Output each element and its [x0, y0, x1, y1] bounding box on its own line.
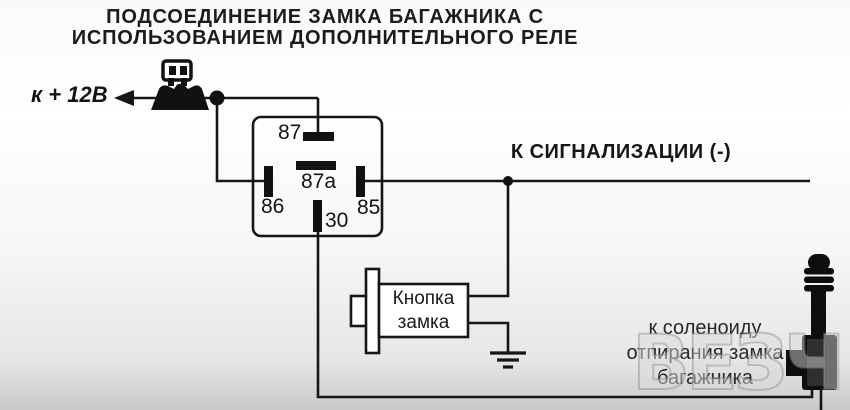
relay-box [251, 115, 384, 238]
relay-pin-30-label: 30 [325, 209, 349, 232]
solenoid-icon [786, 254, 837, 390]
junction-dot-alarm [503, 176, 513, 186]
diagram-title: ПОДСОЕДИНЕНИЕ ЗАМКА БАГАЖНИКА С ИСПОЛЬЗО… [58, 7, 592, 49]
lock-button-label-line-1: Кнопка [392, 288, 455, 309]
fuse-icon [151, 59, 209, 110]
title-line-2: ИСПОЛЬЗОВАНИЕМ ДОПОЛНИТЕЛЬНОГО РЕЛЕ [71, 27, 579, 49]
lock-button-icon [349, 267, 470, 355]
solenoid-caption: к соленоиду отпирания замка багажника [597, 316, 813, 391]
ground-icon [490, 351, 526, 369]
wire-to-pin86 [215, 98, 265, 183]
wire-pin30-to-solenoid [316, 232, 814, 399]
relay-pin87a-bar [296, 161, 336, 170]
relay-pin-87a-label: 87a [301, 170, 337, 193]
power-12v-label: к + 12В [31, 82, 108, 107]
relay-pin-87-label: 87 [278, 121, 302, 144]
lock-button-box [377, 282, 470, 339]
title-line-1: ПОДСОЕДИНЕНИЕ ЗАМКА БАГАЖНИКА С [106, 6, 544, 28]
wires [118, 96, 823, 410]
solenoid-caption-line-3: багажника [656, 367, 753, 389]
lock-button-label: Кнопка замка [379, 287, 468, 335]
relay-pin30-bar [313, 200, 322, 232]
wire-button-to-ground [467, 321, 510, 352]
solenoid-caption-line-1: к соленоиду [648, 317, 762, 339]
relay-pin-85-label: 85 [357, 196, 381, 219]
solenoid-caption-line-2: отпирания замка [626, 342, 784, 364]
wire-junction-to-button [467, 181, 510, 298]
relay-pin85-bar [356, 166, 365, 197]
left-arrow-icon [114, 90, 134, 106]
junction-dot-power [209, 90, 225, 106]
relay-pin-86-label: 86 [261, 195, 285, 218]
watermark: ВЕЗЧ [631, 317, 846, 408]
lock-button-label-line-2: замка [397, 312, 450, 333]
relay-pin87-bar [303, 132, 334, 141]
relay-pin86-bar [264, 166, 273, 197]
alarm-output-label: К СИГНАЛИЗАЦИИ (-) [510, 141, 732, 163]
